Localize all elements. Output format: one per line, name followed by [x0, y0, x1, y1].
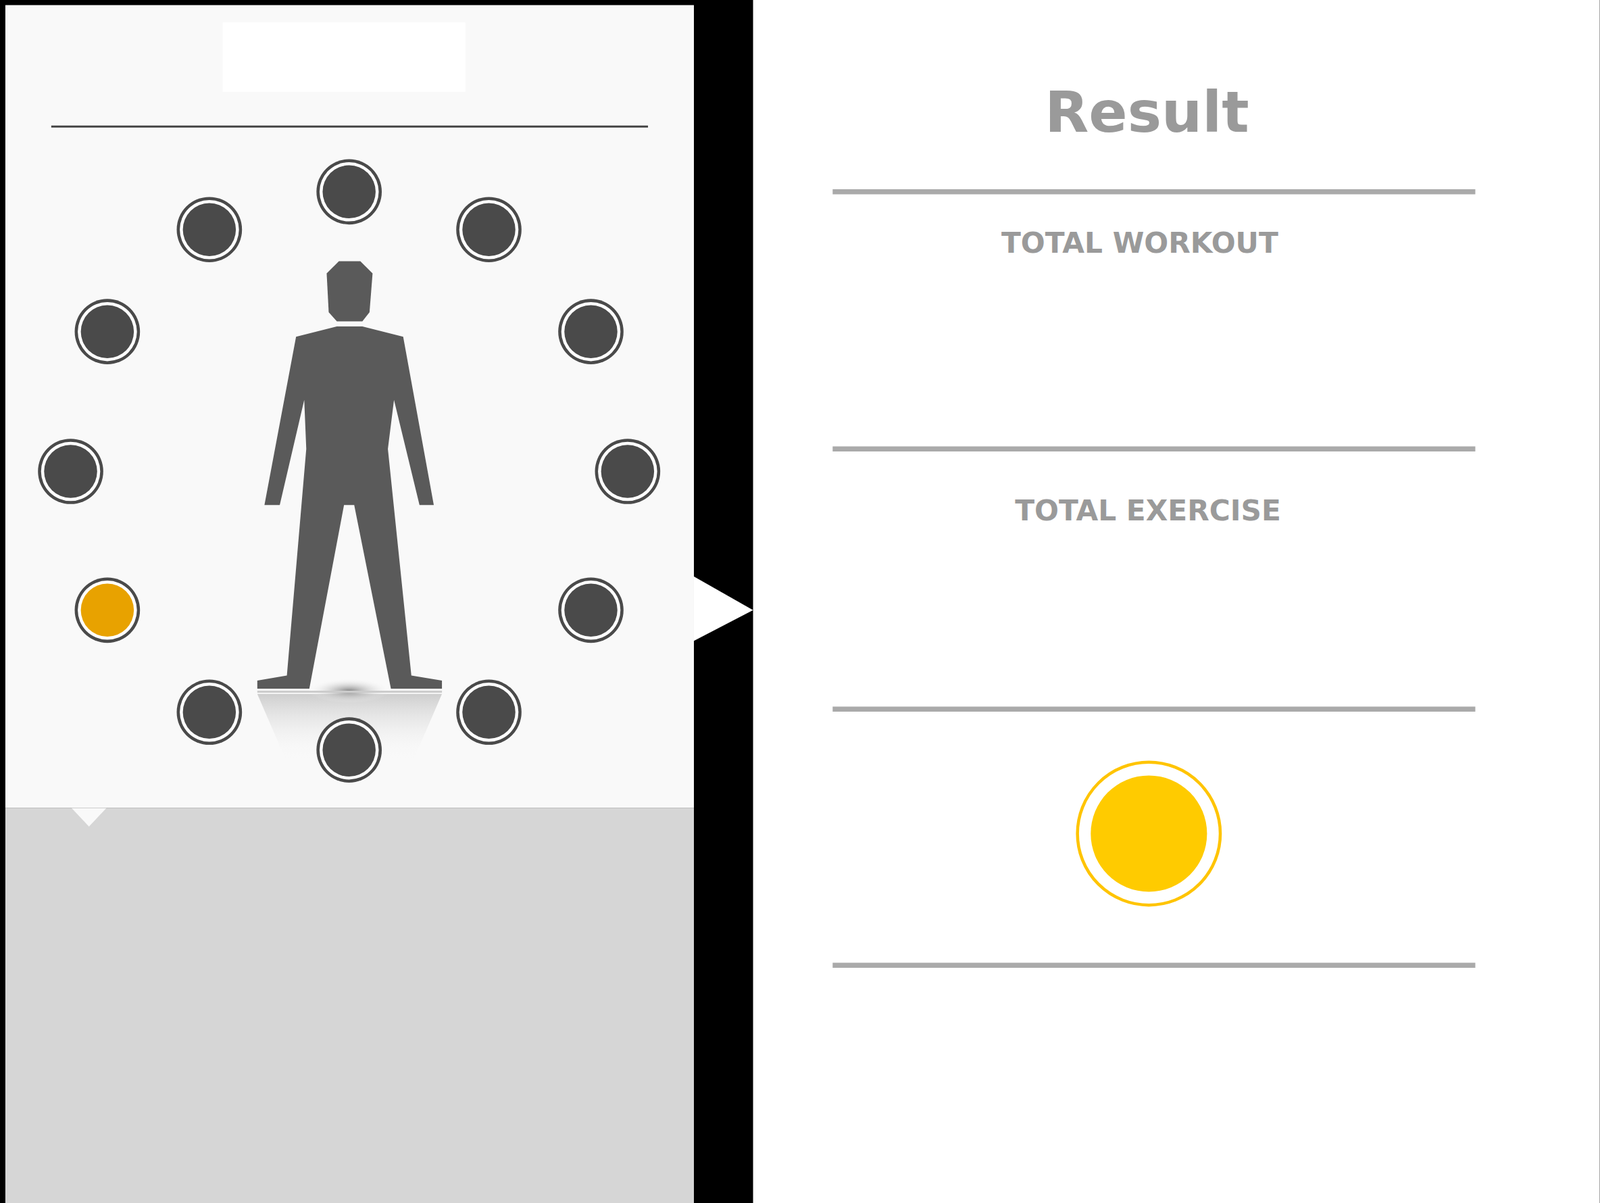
- blank-title-box: [222, 22, 465, 92]
- body-part-dot: [456, 679, 522, 745]
- start-button-ring: [1077, 762, 1221, 905]
- dot-outer: [37, 438, 104, 505]
- body-part-dot: [75, 577, 141, 644]
- body-part-dot: [558, 298, 624, 365]
- dot-outer: [177, 679, 243, 745]
- body-part-dot: [37, 438, 104, 505]
- dot-fill: [564, 304, 618, 359]
- body-part-dot: [456, 196, 522, 263]
- dot-ring: [319, 162, 380, 222]
- dot-ring: [77, 580, 138, 640]
- figure-head: [326, 260, 373, 321]
- dot-outer: [456, 679, 522, 745]
- dot-ring: [77, 302, 138, 362]
- dot-ring: [179, 682, 240, 742]
- body-part-dot: [75, 298, 141, 365]
- pointer: [693, 576, 754, 641]
- dot-outer: [177, 196, 243, 263]
- section-label: TOTAL WORKOUT: [1001, 226, 1279, 260]
- section-line: [832, 962, 1475, 968]
- section-line: [832, 446, 1475, 453]
- pointer: [71, 808, 107, 827]
- section-line: [832, 706, 1475, 713]
- dot-outer: [595, 438, 661, 505]
- dot-outer: [558, 577, 624, 644]
- body-part-dot: [177, 679, 243, 745]
- dot-ring: [459, 682, 519, 742]
- dot-fill: [564, 583, 618, 638]
- result-panel: [753, 0, 1600, 1203]
- dot-ring: [561, 580, 621, 640]
- body-part-dot: [316, 716, 382, 783]
- dot-fill: [183, 685, 237, 740]
- dot-fill: [322, 722, 376, 777]
- body-part-dot: [595, 438, 661, 505]
- dot-fill: [462, 202, 516, 257]
- floor-line: [257, 690, 442, 693]
- dot-fill: [183, 202, 237, 257]
- detail-panel: [5, 808, 694, 1203]
- dot-fill: [43, 444, 98, 498]
- dot-ring: [561, 302, 621, 362]
- body-part-dot: [558, 577, 624, 644]
- dot-outer: [456, 196, 522, 263]
- body-panel: [5, 5, 694, 809]
- panel-title: Result: [1044, 79, 1249, 146]
- section-lines: [832, 191, 1475, 965]
- dot-ring: [179, 200, 240, 260]
- dot-ring: [41, 441, 101, 502]
- dot-ring: [319, 720, 380, 780]
- dot-outer: [75, 298, 141, 365]
- figure-body: [257, 326, 442, 689]
- divider: [51, 125, 648, 128]
- dot-outer: [75, 577, 141, 644]
- dot-outer: [316, 716, 382, 783]
- section-line: [832, 189, 1475, 195]
- dot-ring: [459, 200, 519, 260]
- section-label: TOTAL EXERCISE: [1014, 493, 1282, 528]
- dot-ring: [597, 441, 658, 502]
- start-button: [1090, 775, 1207, 892]
- body-part-dot: [316, 159, 382, 225]
- dot-fill: [322, 165, 376, 219]
- dot-fill: [81, 583, 135, 638]
- body-part-dot: [177, 196, 243, 263]
- dot-outer: [558, 298, 624, 365]
- dot-fill: [81, 304, 135, 359]
- dot-fill: [462, 685, 516, 740]
- dot-outer: [316, 159, 382, 225]
- dot-fill: [601, 444, 655, 498]
